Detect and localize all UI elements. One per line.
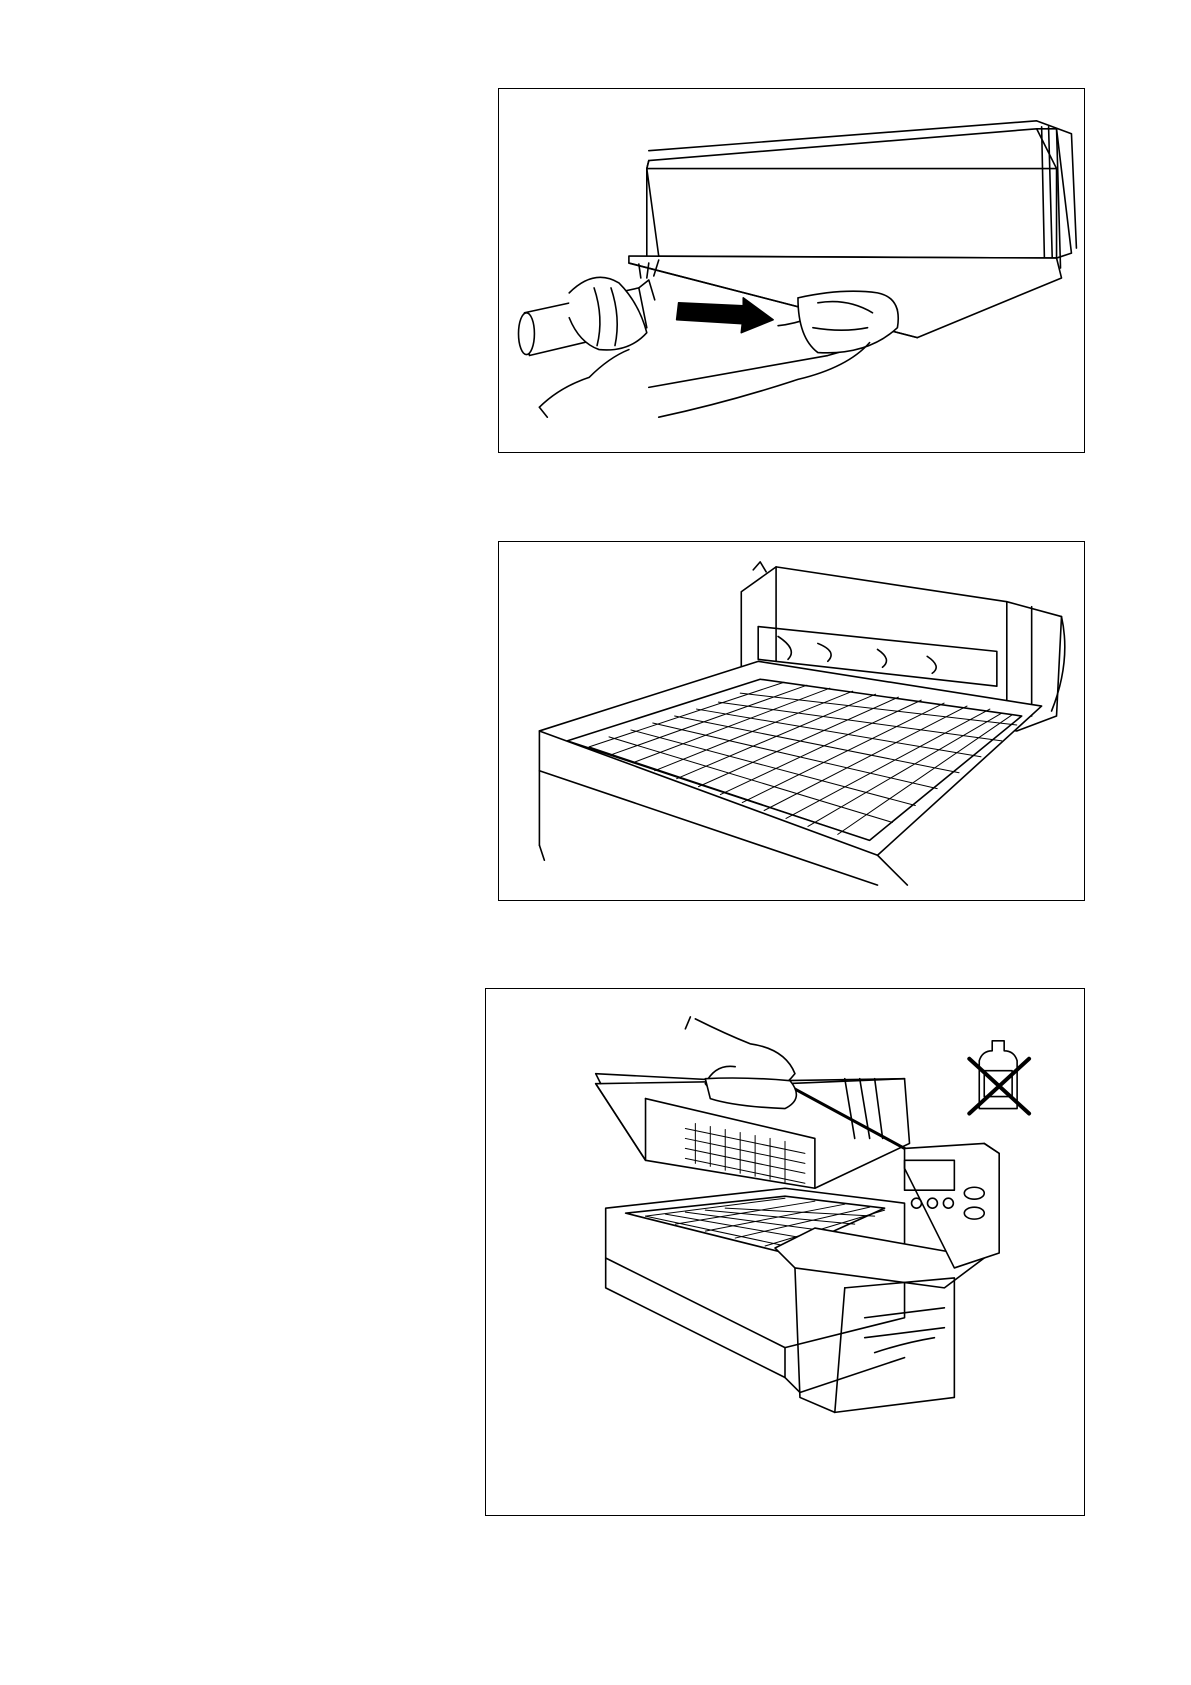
illustration-tray-grid: [498, 541, 1085, 901]
tray-grid-icon: [539, 661, 1041, 885]
illustration-cover-cleaning: [498, 88, 1085, 453]
no-solvent-bottle-icon: [969, 1041, 1029, 1114]
open-machine-icon: [596, 1074, 985, 1413]
illustration-open-machine-cleaning: [485, 988, 1085, 1516]
hand-spray-bottle-icon: [519, 260, 659, 417]
arrow-right-icon: [677, 298, 773, 333]
